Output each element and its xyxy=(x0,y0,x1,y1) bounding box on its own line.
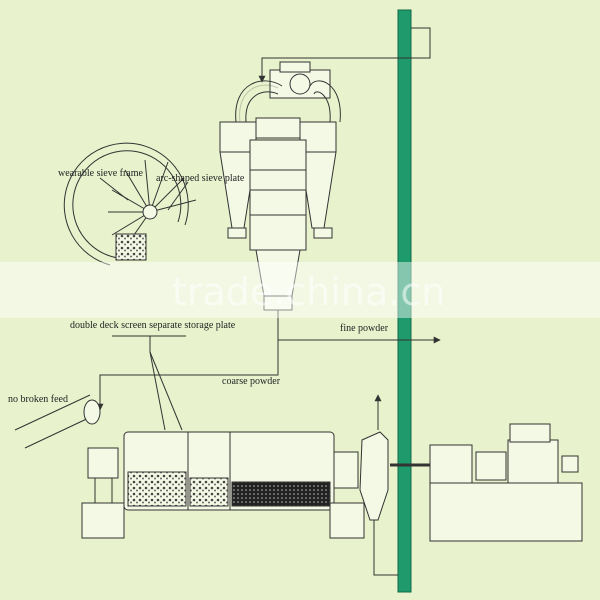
watermark-band: trade.china.cn xyxy=(0,262,600,318)
label-arc-shaped-sieve-plate: arc-shaped sieve plate xyxy=(156,173,245,184)
labels: wearable sieve frame arc-shaped sieve pl… xyxy=(8,168,389,431)
classifier-assembly xyxy=(219,61,341,322)
label-fine-powder: fine powder xyxy=(340,323,389,334)
ball-mill xyxy=(14,394,583,576)
arc-sieve-detail xyxy=(63,142,197,266)
watermark-text: trade.china.cn xyxy=(172,270,445,314)
label-wearable-sieve-frame: wearable sieve frame xyxy=(58,168,144,179)
label-coarse-powder: coarse powder xyxy=(222,376,281,387)
fine-powder-flow xyxy=(96,322,441,411)
label-double-deck-screen: double deck screen separate storage plat… xyxy=(70,320,236,331)
label-no-broken-feed: no broken feed xyxy=(8,394,68,405)
